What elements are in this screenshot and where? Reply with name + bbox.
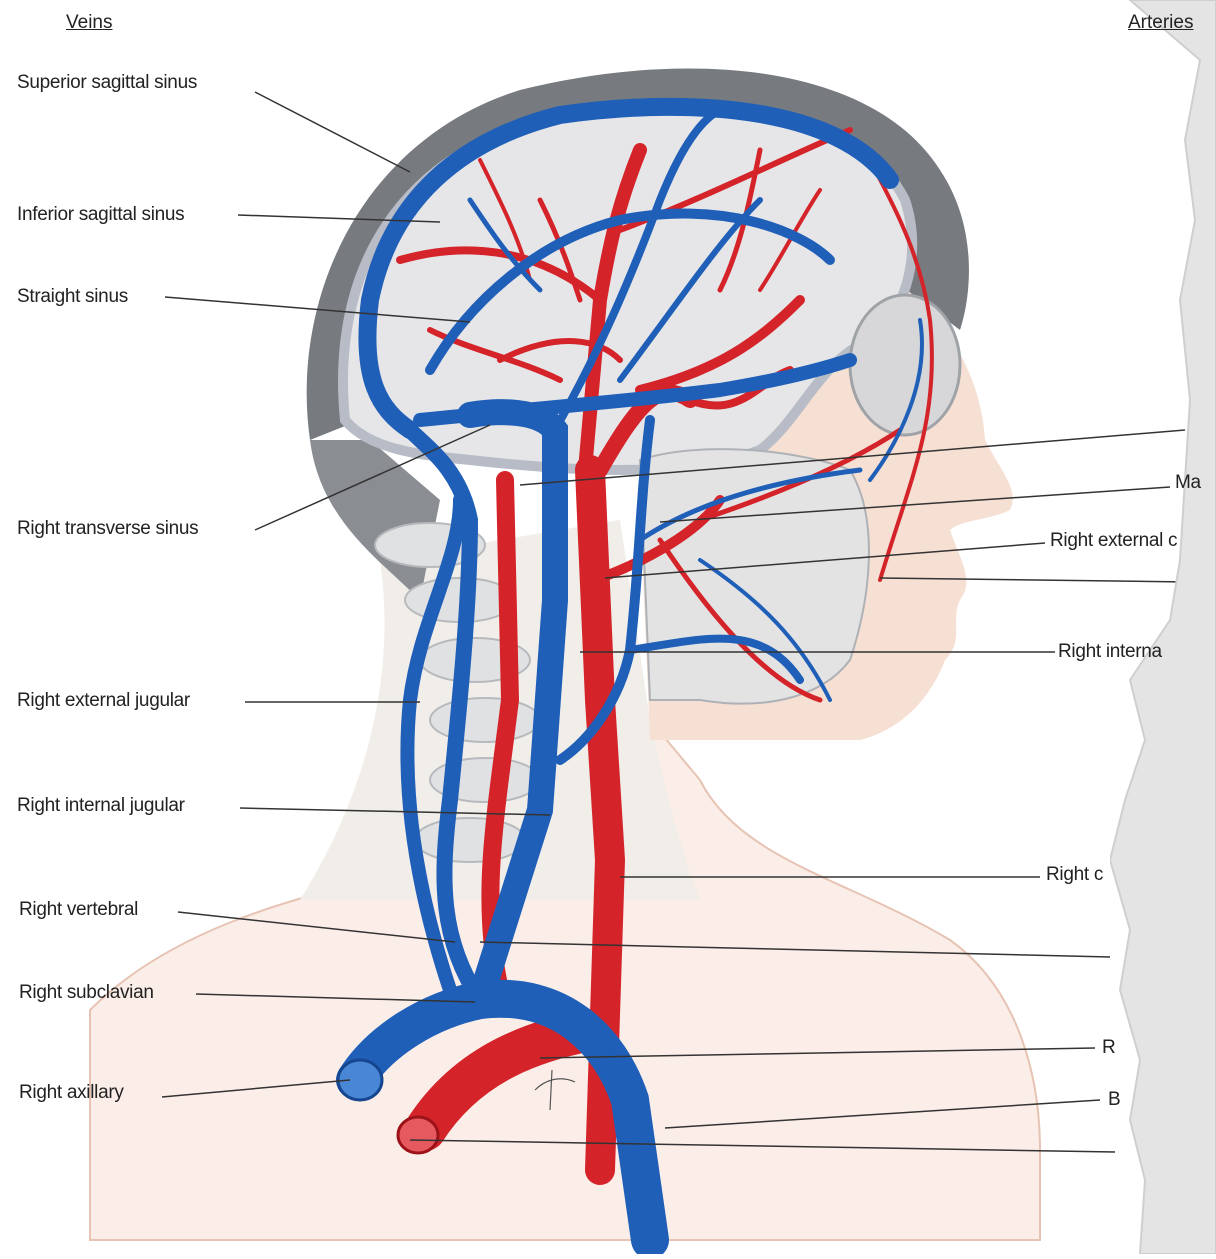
label-right-external-jugular: Right external jugular bbox=[17, 690, 190, 712]
skull-back bbox=[310, 440, 440, 600]
eye-orbit bbox=[850, 295, 960, 435]
label-right-subclavian: Right subclavian bbox=[19, 982, 154, 1004]
label-right-internal-jugular: Right internal jugular bbox=[17, 795, 185, 817]
jaw-bone bbox=[640, 449, 869, 704]
label-straight-sinus: Straight sinus bbox=[17, 286, 128, 308]
label-right-vertebral: Right vertebral bbox=[19, 899, 138, 921]
label-superior-sagittal-sinus: Superior sagittal sinus bbox=[17, 72, 197, 94]
label-right-common-carotid: Right c bbox=[1046, 864, 1103, 886]
label-artery-b: B bbox=[1108, 1089, 1120, 1111]
label-artery-ma: Ma bbox=[1175, 472, 1201, 494]
label-right-external-carotid: Right external c bbox=[1050, 530, 1177, 552]
label-artery-r: R bbox=[1102, 1037, 1115, 1059]
label-right-internal-carotid: Right interna bbox=[1058, 641, 1162, 663]
veins-header: Veins bbox=[66, 12, 112, 34]
arteries-header: Arteries bbox=[1128, 12, 1193, 34]
label-inferior-sagittal-sinus: Inferior sagittal sinus bbox=[17, 204, 184, 226]
label-right-axillary: Right axillary bbox=[19, 1082, 124, 1104]
artery-end bbox=[398, 1117, 438, 1153]
label-right-transverse-sinus: Right transverse sinus bbox=[17, 518, 198, 540]
torn-paper-overlay bbox=[1110, 0, 1216, 1254]
